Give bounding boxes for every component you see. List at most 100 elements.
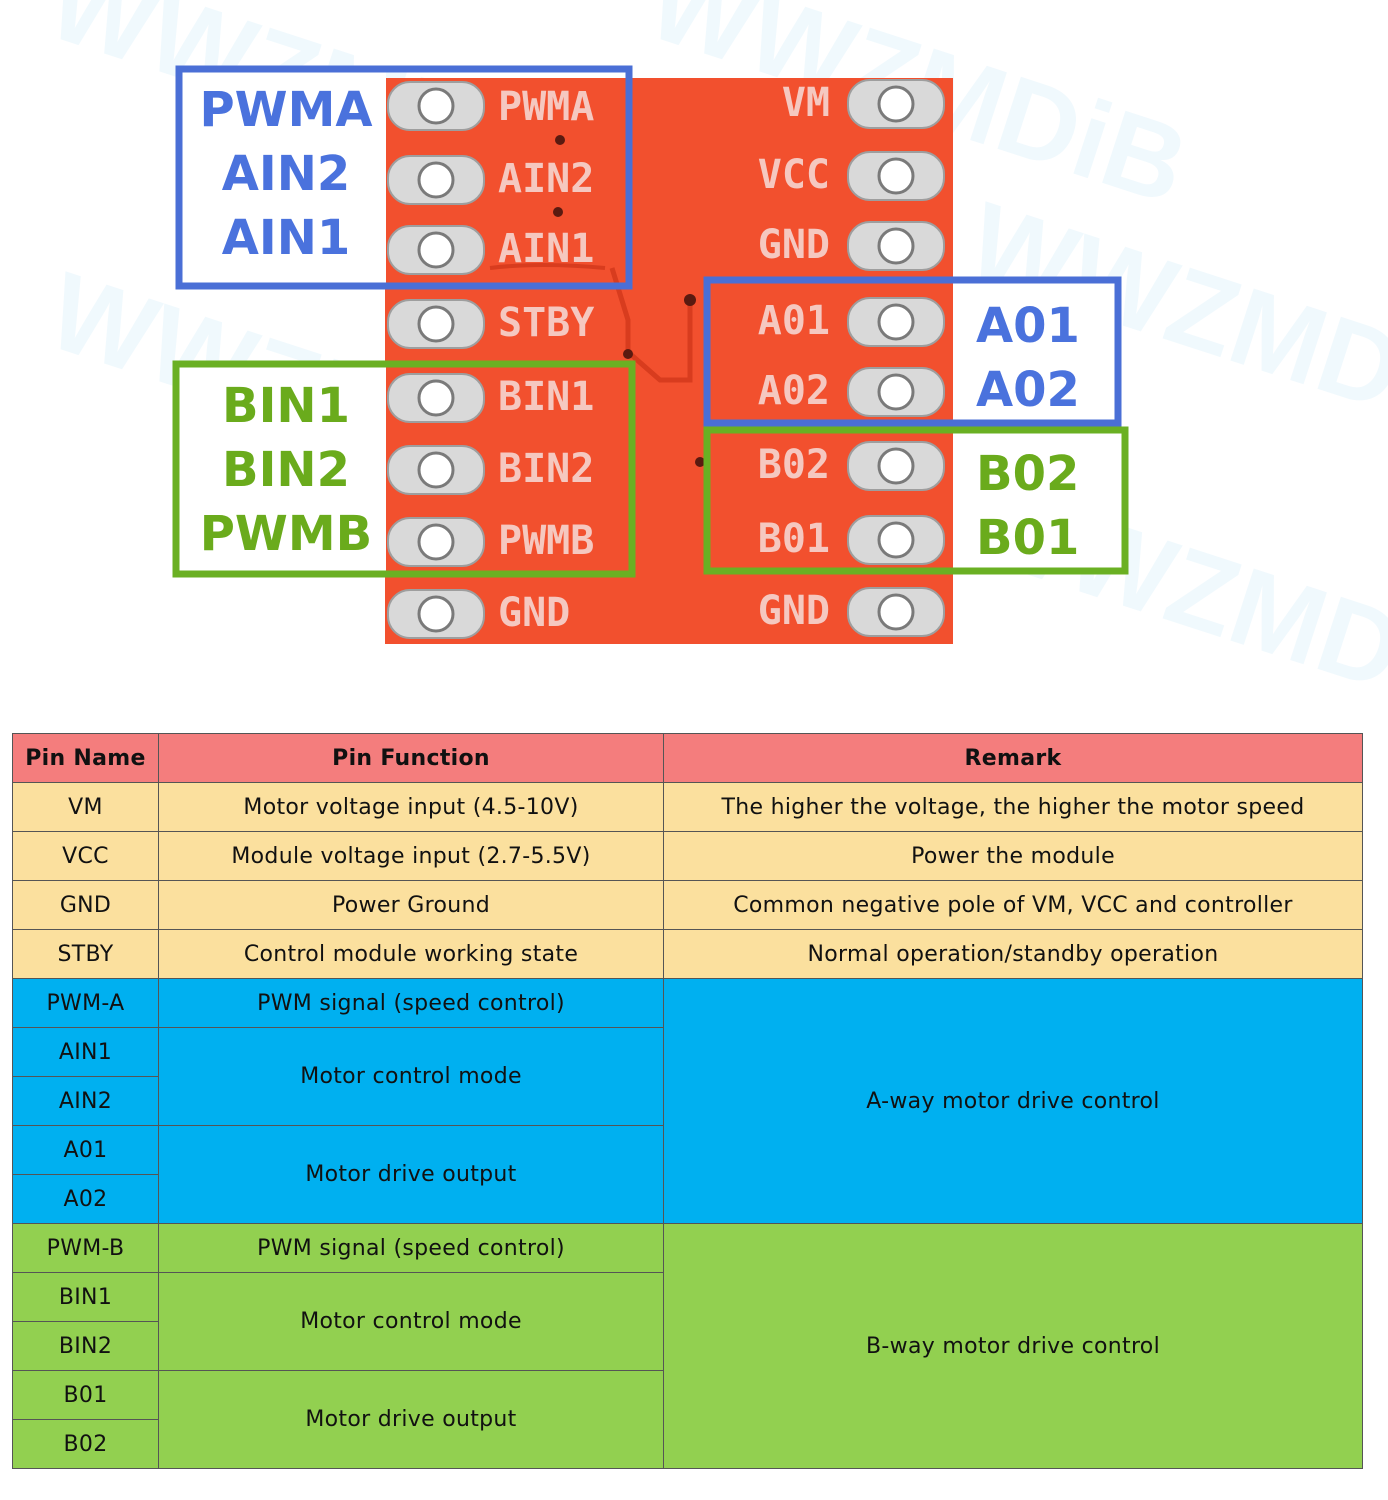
- callout-pin: BIN2: [221, 442, 350, 498]
- via: [684, 294, 696, 306]
- pcb-trace: [489, 263, 606, 270]
- pin-name: STBY: [12, 929, 159, 979]
- silk-label: B02: [758, 442, 830, 488]
- pin-remark: The higher the voltage, the higher the m…: [663, 782, 1363, 832]
- header-pin-name: Pin Name: [12, 733, 159, 783]
- callout-left-blue: PWMA AIN2 AIN1: [186, 78, 386, 270]
- pin-name: VCC: [12, 831, 159, 881]
- pin-function: Power Ground: [158, 880, 664, 930]
- callout-left-green: BIN1 BIN2 PWMB: [186, 374, 386, 566]
- via: [555, 135, 565, 145]
- silk-label: AIN1: [498, 226, 594, 272]
- silk-label: A02: [758, 368, 830, 414]
- table-row: VCC Module voltage input (2.7-5.5V) Powe…: [12, 831, 1363, 881]
- right-pads: [847, 79, 945, 637]
- pin-remark: B-way motor drive control: [663, 1223, 1363, 1469]
- callout-pin: AIN2: [221, 146, 351, 202]
- table-row: B01 Motor drive output: [12, 1370, 1363, 1469]
- board-svg: PWMA AIN2 AIN1 STBY BIN1 BIN2 PWMB GND V…: [172, 65, 1129, 644]
- silk-label: BIN2: [498, 446, 594, 492]
- table-row: A02: [12, 1174, 1363, 1224]
- callout-bg: [176, 364, 386, 574]
- header-pin-function: Pin Function: [158, 733, 664, 783]
- pin-remark: Common negative pole of VM, VCC and cont…: [663, 880, 1363, 930]
- silk-label: A01: [758, 298, 830, 344]
- callout-pin: BIN1: [221, 378, 350, 434]
- silk-right: VM VCC GND A01 A02 B02 B01 GND: [758, 80, 830, 634]
- pcb-trace: [609, 267, 693, 383]
- pin-function: Motor control mode: [158, 1027, 664, 1126]
- callout-right-green: B02 B01: [976, 442, 1176, 570]
- table-row: AIN2: [12, 1076, 1363, 1126]
- table-row: PWM-B PWM signal (speed control) B-way m…: [12, 1223, 1363, 1469]
- table-row: PWM-A PWM signal (speed control) A-way m…: [12, 978, 1363, 1224]
- pin-name: A01: [12, 1125, 159, 1175]
- silk-label: GND: [758, 222, 830, 268]
- pin-remark: Power the module: [663, 831, 1363, 881]
- pin-name: PWM-A: [12, 978, 159, 1028]
- silk-left: PWMA AIN2 AIN1 STBY BIN1 BIN2 PWMB GND: [498, 84, 594, 636]
- pin-name: B02: [12, 1419, 159, 1469]
- callout-pin: B01: [976, 510, 1080, 566]
- callout-bg: [953, 280, 1117, 420]
- pin-name: VM: [12, 782, 159, 832]
- pin-name: BIN1: [12, 1272, 159, 1322]
- pin-name: AIN2: [12, 1076, 159, 1126]
- board-diagram: WWZMDiB WWZMDiB WWZMDiB WWZMDiB WWZMDiB: [0, 0, 1388, 748]
- header-remark: Remark: [663, 733, 1363, 783]
- silk-label: AIN2: [498, 156, 594, 202]
- pin-function: Motor voltage input (4.5-10V): [158, 782, 664, 832]
- pin-name: AIN1: [12, 1027, 159, 1077]
- pin-name: PWM-B: [12, 1223, 159, 1273]
- table-row: A01 Motor drive output: [12, 1125, 1363, 1224]
- left-pads: [387, 81, 485, 639]
- pin-function: PWM signal (speed control): [158, 978, 664, 1028]
- silk-label: GND: [498, 590, 570, 636]
- silk-label: PWMB: [498, 518, 594, 564]
- callout-pin: PWMB: [199, 506, 373, 562]
- pin-table: Pin Name Pin Function Remark VM Motor vo…: [12, 733, 1363, 1469]
- callout-bg: [953, 430, 1123, 570]
- silk-label: B01: [758, 516, 830, 562]
- table-row: GND Power Ground Common negative pole of…: [12, 880, 1363, 930]
- callout-pin: A01: [976, 298, 1080, 354]
- silk-label: GND: [758, 588, 830, 634]
- pin-function: Motor control mode: [158, 1272, 664, 1371]
- silk-label: VCC: [758, 152, 830, 198]
- silk-label: BIN1: [498, 374, 594, 420]
- pin-remark: Normal operation/standby operation: [663, 929, 1363, 979]
- silk-label: PWMA: [498, 84, 594, 130]
- pin-name: GND: [12, 880, 159, 930]
- pin-function: Motor drive output: [158, 1370, 664, 1469]
- blue-frame-right: [703, 276, 1122, 427]
- silk-label: STBY: [498, 300, 594, 346]
- pin-function: Control module working state: [158, 929, 664, 979]
- callout-pin: B02: [976, 446, 1080, 502]
- table-header-row: Pin Name Pin Function Remark: [12, 733, 1363, 783]
- via: [695, 457, 705, 467]
- pin-function: PWM signal (speed control): [158, 1223, 664, 1273]
- blue-frame-left: [175, 65, 633, 290]
- callout-pin: PWMA: [199, 82, 373, 138]
- table-row: BIN1 Motor control mode: [12, 1272, 1363, 1371]
- callout-pin: AIN1: [221, 210, 351, 266]
- via: [553, 207, 563, 217]
- green-frame-right: [703, 426, 1129, 575]
- silk-label: VM: [782, 80, 830, 126]
- table-row: AIN1 Motor control mode: [12, 1027, 1363, 1126]
- pin-name: B01: [12, 1370, 159, 1420]
- callout-pin: A02: [976, 362, 1080, 418]
- table-row: VM Motor voltage input (4.5-10V) The hig…: [12, 782, 1363, 832]
- pin-function: Module voltage input (2.7-5.5V): [158, 831, 664, 881]
- table-row: B02: [12, 1419, 1363, 1469]
- pin-name: BIN2: [12, 1321, 159, 1371]
- table-row: STBY Control module working state Normal…: [12, 929, 1363, 979]
- table-row: BIN2: [12, 1321, 1363, 1371]
- pin-remark: A-way motor drive control: [663, 978, 1363, 1224]
- pin-function: Motor drive output: [158, 1125, 664, 1224]
- callout-right-blue: A01 A02: [976, 294, 1176, 422]
- via: [623, 349, 633, 359]
- green-frame-left: [172, 360, 636, 578]
- pin-name: A02: [12, 1174, 159, 1224]
- callout-bg: [180, 70, 386, 284]
